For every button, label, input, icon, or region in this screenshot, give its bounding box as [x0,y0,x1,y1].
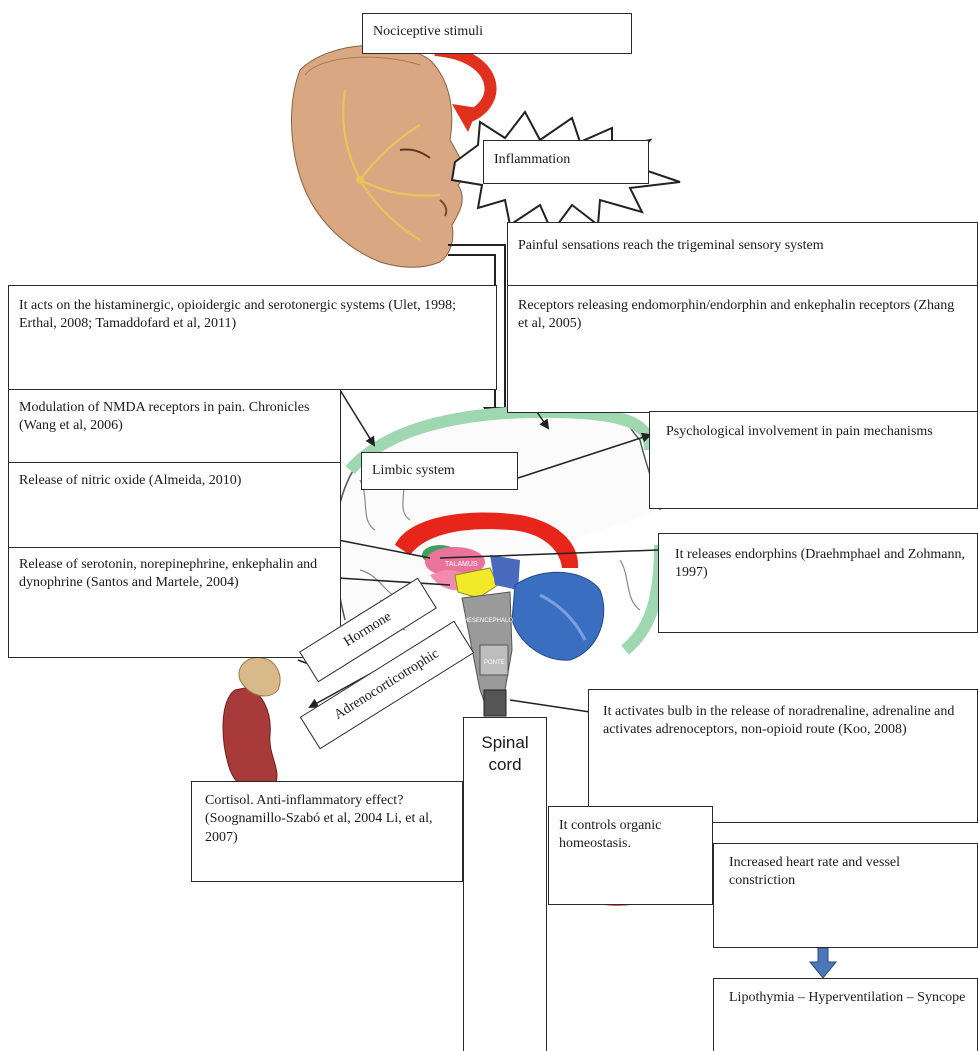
spinal-cord-line2: cord [464,754,546,776]
heart-rate-box: Increased heart rate and vessel constric… [713,843,978,948]
nitric-oxide-box: Release of nitric oxide (Almeida, 2010) [8,462,341,548]
down-arrow [810,948,836,978]
bulb-activation-text: It activates bulb in the release of nora… [603,703,967,740]
histaminergic-text: It acts on the histaminergic, opioidergi… [19,297,486,334]
lipothymia-box: Lipothymia – Hyperventilation – Syncope [713,978,978,1051]
limbic-system-text: Limbic system [372,462,507,480]
face-illustration [292,45,464,267]
psychological-box: Psychological involvement in pain mechan… [649,411,978,509]
spinal-cord-box: Spinal cord [463,717,547,1051]
bulb-activation-box: It activates bulb in the release of nora… [588,689,978,823]
ponte-label: PONTE [484,660,505,666]
nociceptive-stimuli-text: Nociceptive stimuli [373,23,621,41]
heart-rate-text: Increased heart rate and vessel constric… [729,854,967,891]
histaminergic-box: It acts on the histaminergic, opioidergi… [8,285,497,390]
cortisol-box: Cortisol. Anti-inflammatory effect? (Soo… [191,781,463,882]
talamus-label: TALAMUS [445,561,478,568]
endorphins-text: It releases endorphins (Draehmphael and … [675,546,967,583]
kidney-illustration [223,657,280,793]
nmda-text: Modulation of NMDA receptors in pain. Ch… [19,399,330,436]
limbic-system-box: Limbic system [361,452,518,490]
inflammation-text: Inflammation [494,151,638,169]
inflammation-box: Inflammation [483,140,649,184]
homeostasis-box: It controls organic homeostasis. [548,806,713,905]
spinal-cord-line1: Spinal [464,732,546,754]
cortisol-text: Cortisol. Anti-inflammatory effect? (Soo… [205,792,452,847]
nociceptive-stimuli-box: Nociceptive stimuli [362,13,632,54]
endorphins-box: It releases endorphins (Draehmphael and … [658,533,978,633]
cerebellum [512,572,604,660]
psychological-text: Psychological involvement in pain mechan… [666,423,967,441]
nmda-box: Modulation of NMDA receptors in pain. Ch… [8,389,341,463]
receptors-text: Receptors releasing endomorphin/endorphi… [518,297,967,334]
painful-sensations-box: Painful sensations reach the trigeminal … [507,222,978,286]
lipothymia-text: Lipothymia – Hyperventilation – Syncope [729,989,967,1007]
mesencephalo-label: MESENCEPHALO [463,618,513,624]
homeostasis-text: It controls organic homeostasis. [559,817,702,854]
serotonin-box: Release of serotonin, norepinephrine, en… [8,547,341,658]
nitric-oxide-text: Release of nitric oxide (Almeida, 2010) [19,472,330,490]
painful-sensations-text: Painful sensations reach the trigeminal … [518,237,967,255]
serotonin-text: Release of serotonin, norepinephrine, en… [19,556,330,593]
receptors-box: Receptors releasing endomorphin/endorphi… [507,285,978,413]
